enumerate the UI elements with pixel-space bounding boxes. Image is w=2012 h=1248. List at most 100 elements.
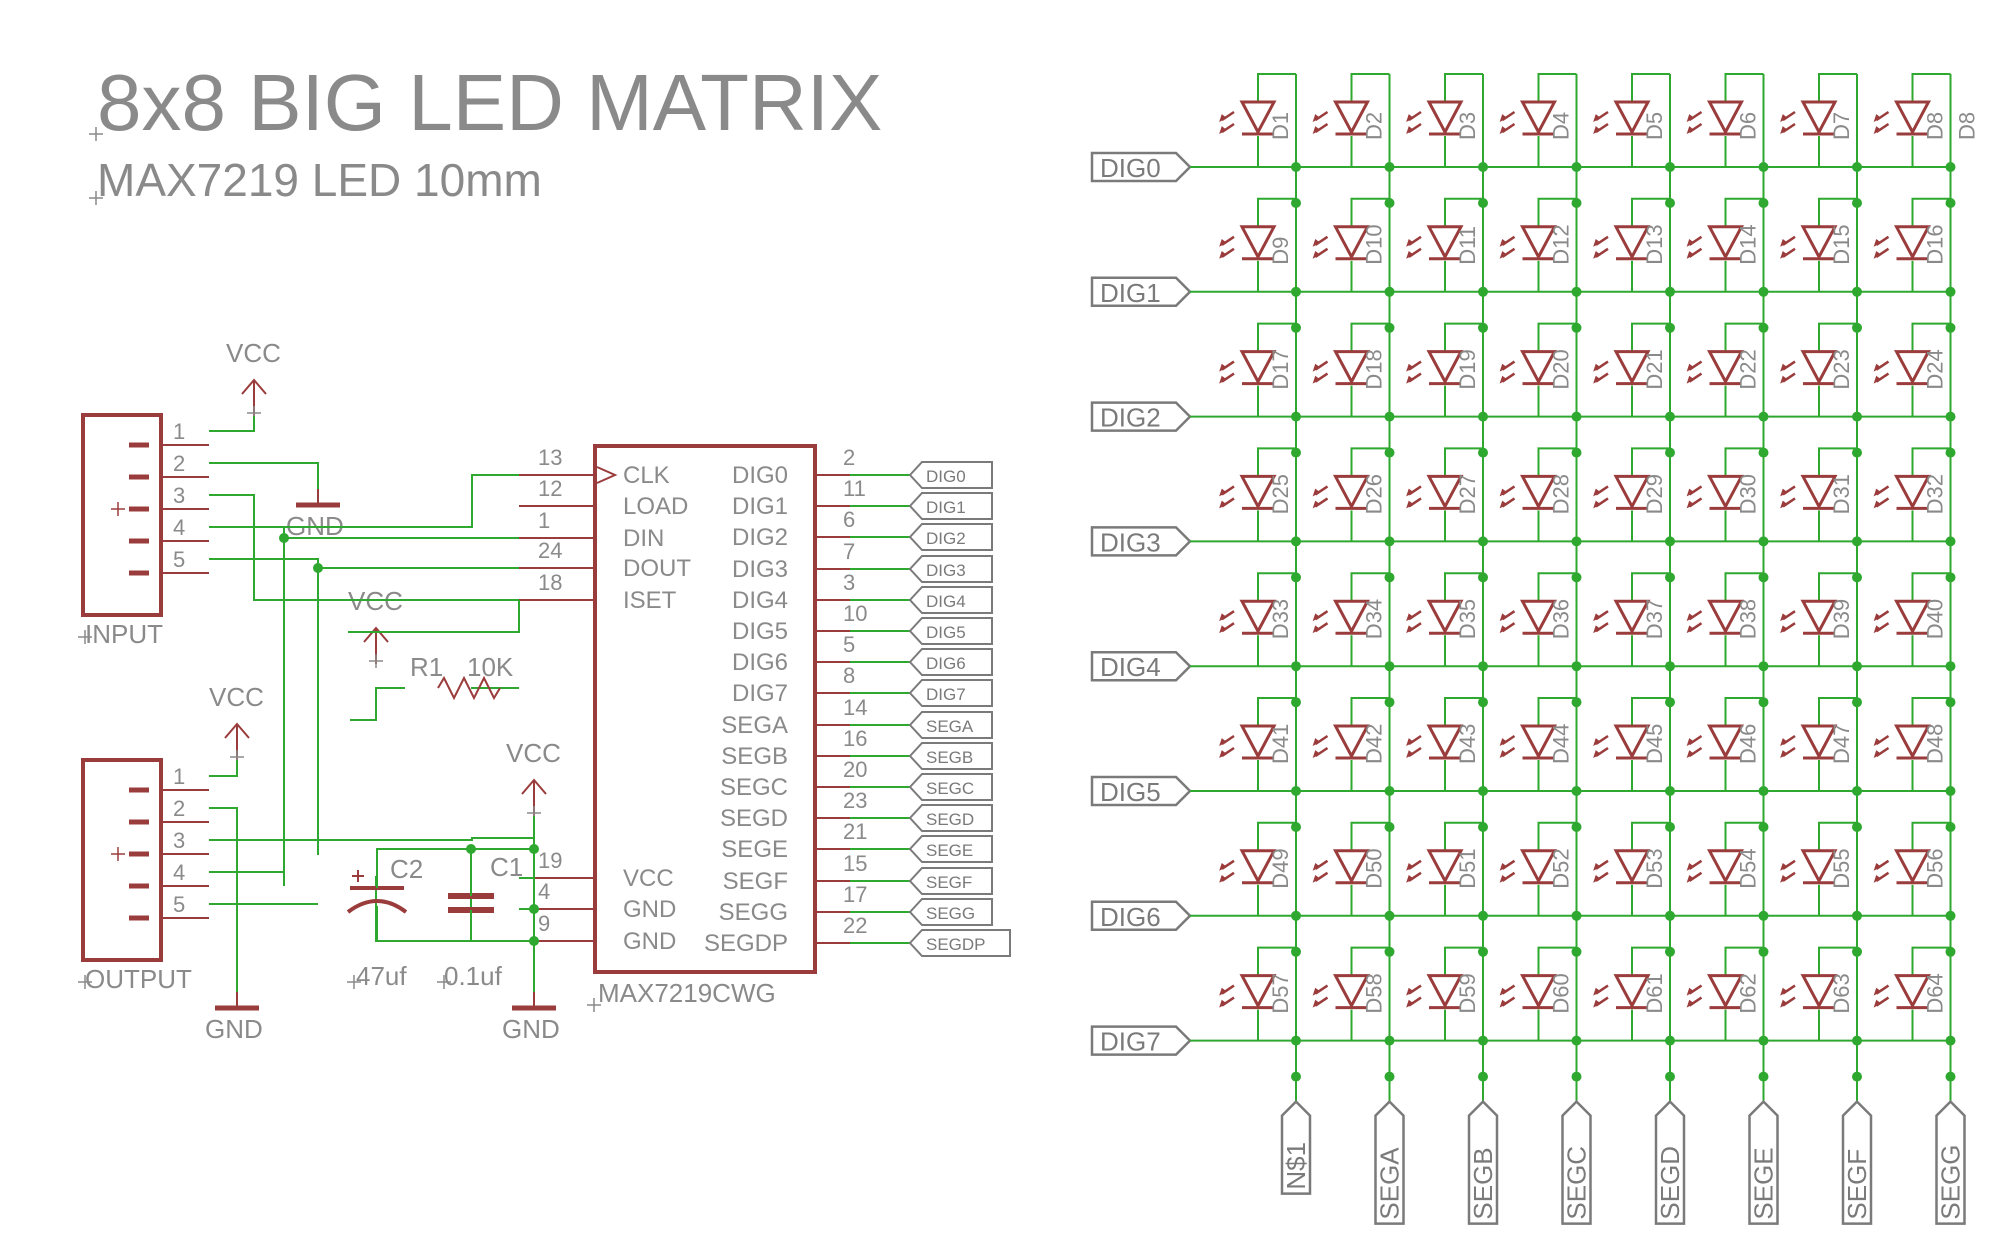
- led-triangle: [1520, 974, 1557, 1009]
- led-arrowheads: [1780, 238, 1788, 259]
- led-label: D50: [1362, 848, 1387, 888]
- led-d32: D32: [1873, 447, 1956, 547]
- led-triangle: [1613, 225, 1651, 260]
- net-port-dig1: DIG1: [908, 492, 993, 520]
- led-d49: D49: [1219, 821, 1301, 921]
- led-d52: D52: [1499, 821, 1582, 921]
- led-arrowheads: [1499, 114, 1508, 134]
- led-d10: D10: [1312, 197, 1395, 297]
- port-frame: [908, 617, 993, 645]
- junction-dot: [1758, 697, 1769, 708]
- led-label: D9: [1268, 237, 1293, 265]
- ic-pin-label: DIG2: [732, 524, 788, 551]
- junction-dot: [1945, 162, 1956, 172]
- net-port-dig3: DIG3: [908, 555, 993, 583]
- ic-pin-label: VCC: [623, 865, 674, 892]
- led-label: D2: [1362, 112, 1387, 140]
- led-d15: D15: [1780, 197, 1862, 297]
- led-triangle: [1894, 474, 1931, 510]
- led-anode-wire: [1631, 447, 1670, 477]
- led-triangle: [1894, 225, 1931, 260]
- ic-pin-label: DIG5: [732, 618, 788, 645]
- net-port-segc: SEGC: [908, 773, 993, 801]
- junction-dot: [466, 844, 476, 854]
- column-port-sega: SEGA: [1374, 1099, 1405, 1225]
- led-triangle: [1800, 974, 1838, 1009]
- port-frame: [1090, 151, 1192, 183]
- column-port-label: N$1: [1281, 1142, 1311, 1190]
- ic-pin-num: 16: [843, 726, 867, 751]
- vcc-label: VCC: [209, 682, 264, 712]
- ic-pin-label: SEGA: [721, 712, 788, 739]
- net-wire: [209, 462, 319, 489]
- led-triangle: [1426, 849, 1464, 884]
- led-label: D31: [1829, 474, 1854, 514]
- led-anode-wire: [1631, 572, 1670, 602]
- resistor-value: 10K: [467, 652, 514, 682]
- led-d11: D11: [1406, 197, 1488, 297]
- led-anode-wire: [1350, 447, 1390, 477]
- led-anode-wire: [1350, 572, 1390, 602]
- led-triangle: [1333, 974, 1370, 1009]
- ic-pin-num: 14: [843, 695, 867, 720]
- junction-dot: [529, 936, 539, 946]
- led-triangle: [1426, 974, 1464, 1009]
- ic-pin-num: 22: [843, 913, 867, 938]
- led-d29: D29: [1593, 447, 1675, 547]
- port-label: SEGE: [926, 841, 973, 860]
- led-arrowheads: [1780, 613, 1788, 634]
- junction-dot: [1478, 697, 1488, 708]
- column-port-ns1: N$1: [1280, 1099, 1312, 1195]
- led-label: D44: [1549, 724, 1574, 764]
- led-triangle: [1520, 225, 1557, 260]
- led-label: D3: [1455, 112, 1480, 140]
- junction-dot: [1384, 286, 1395, 297]
- junction-dot: [1758, 411, 1769, 422]
- port-frame: [1090, 526, 1192, 557]
- connector-mark: [111, 502, 125, 516]
- led-label: D19: [1455, 349, 1480, 389]
- port-frame: [1090, 775, 1192, 807]
- junction-dot: [1945, 786, 1956, 796]
- led-triangle: [1707, 225, 1744, 260]
- port-label: DIG7: [926, 685, 966, 704]
- vcc-label: VCC: [506, 738, 561, 768]
- led-label: D58: [1362, 973, 1387, 1013]
- connector-pin-num: 2: [173, 796, 185, 821]
- led-arrowheads: [1593, 613, 1601, 634]
- port-frame: [1748, 1099, 1779, 1225]
- led-arrowheads: [1873, 238, 1882, 259]
- led-triangle: [1613, 474, 1651, 510]
- column-port-label: SEGG: [1936, 1144, 1966, 1219]
- led-arrowheads: [1873, 738, 1882, 758]
- net-port-segdp: SEGDP: [908, 929, 1011, 957]
- junction-dot: [1384, 661, 1395, 672]
- led-arrowheads: [1312, 987, 1321, 1008]
- led-d33: D33: [1219, 572, 1301, 672]
- junction-dot: [1665, 572, 1675, 583]
- junction-dot: [1291, 786, 1301, 796]
- vcc-symbol: VCC: [209, 682, 264, 764]
- led-arrowheads: [1593, 862, 1601, 883]
- column-port-segb: SEGB: [1467, 1099, 1499, 1225]
- led-anode-wire: [1444, 197, 1483, 227]
- ic-pin-num: 9: [538, 911, 550, 936]
- led-arrowheads: [1593, 738, 1601, 758]
- junction-dot: [1291, 198, 1301, 208]
- port-frame: [908, 929, 1011, 957]
- vcc-symbol: VCC: [506, 738, 561, 820]
- led-triangle: [1239, 599, 1277, 635]
- junction-dot: [1852, 286, 1862, 297]
- port-frame: [1654, 1099, 1686, 1225]
- led-label: D15: [1829, 224, 1854, 264]
- ic-pin-label: DIG6: [732, 649, 788, 676]
- led-d30: D30: [1686, 447, 1769, 547]
- led-arrowheads: [1406, 488, 1414, 509]
- net-port-segd: SEGD: [908, 804, 993, 832]
- junction-dot: [1665, 1035, 1675, 1046]
- led-arrowheads: [1686, 238, 1695, 259]
- net-wire: [350, 687, 519, 721]
- led-d47: D47: [1780, 697, 1862, 796]
- led-arrowheads: [1593, 488, 1601, 509]
- led-d56: D56: [1873, 821, 1956, 921]
